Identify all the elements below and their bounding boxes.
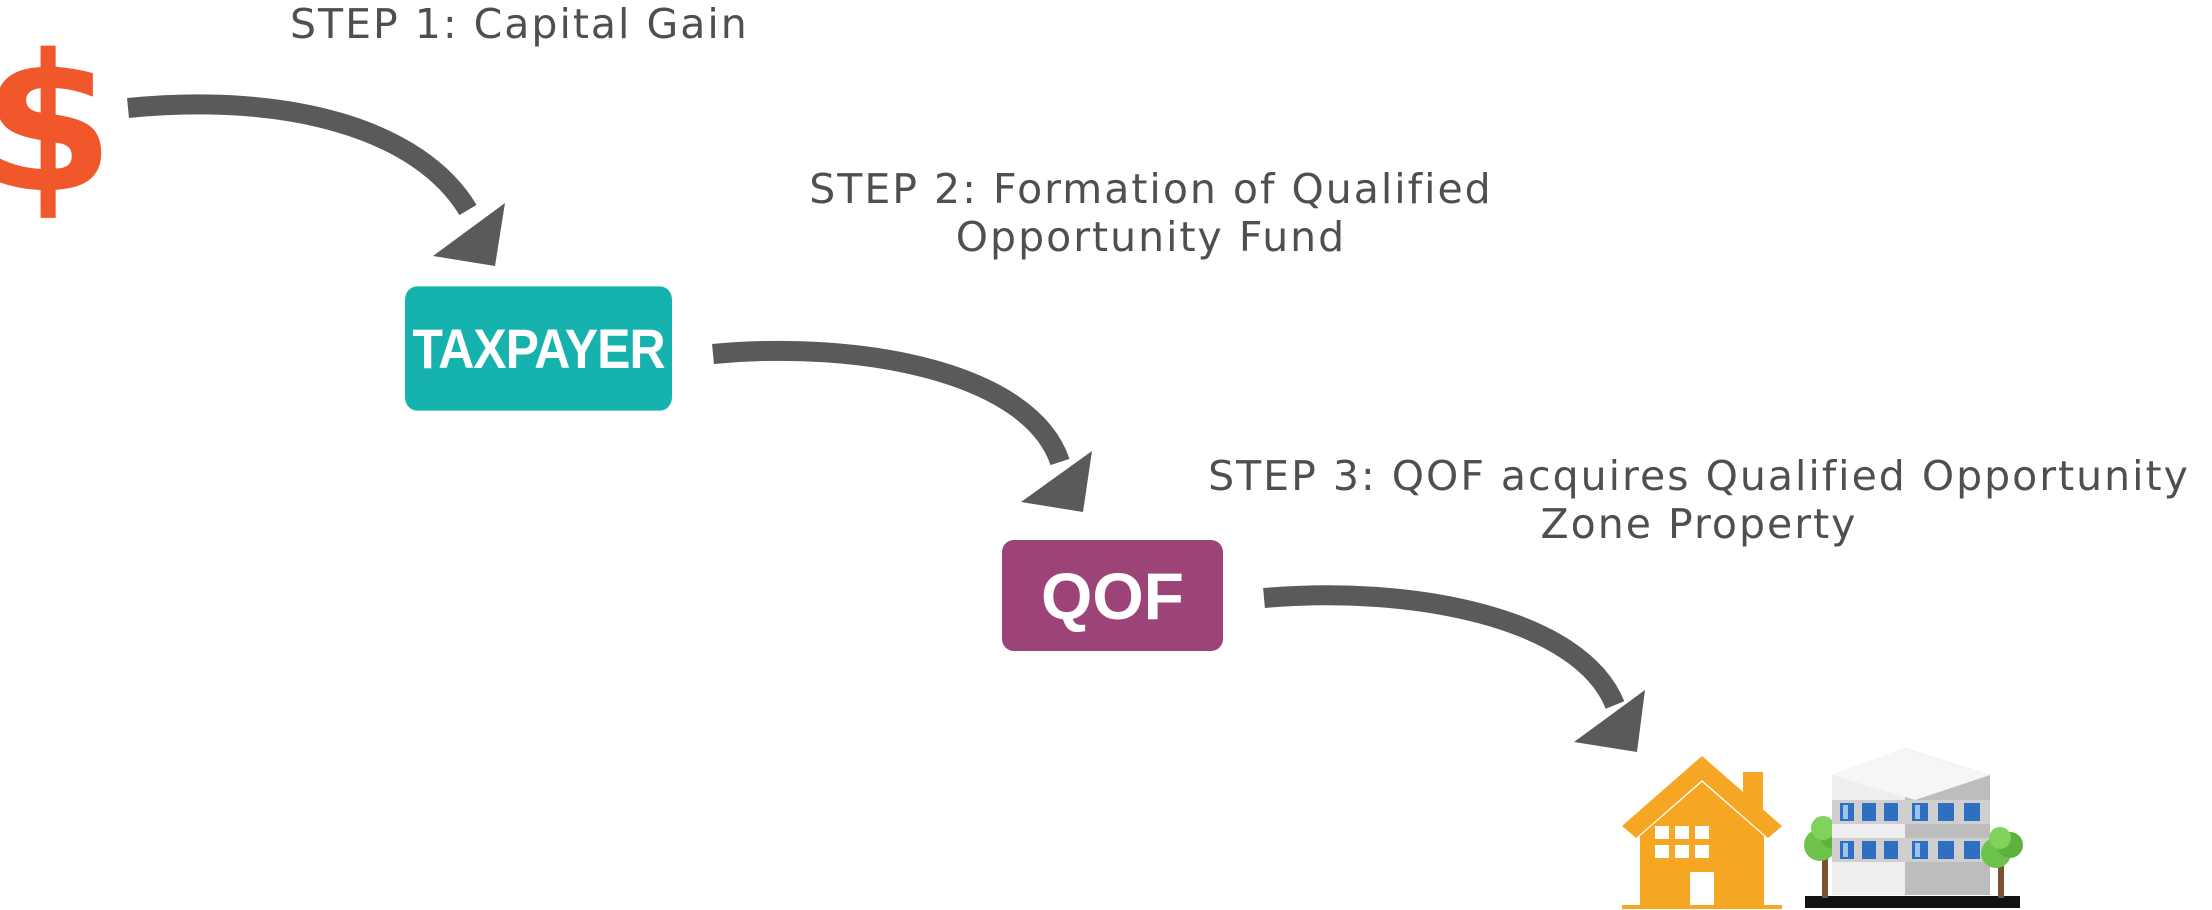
step-1-text: STEP 1: Capital Gain [290, 0, 749, 48]
step-3-line-2: Zone Property [1540, 500, 1858, 548]
arrow-step-1 [127, 94, 505, 266]
arrow-step-2 [712, 340, 1092, 512]
step-1-label: STEP 1: Capital Gain [290, 0, 749, 48]
taxpayer-box: TAXPAYER [405, 286, 672, 411]
dollar-sign-icon: $ [0, 14, 114, 235]
office-building-icon [1804, 748, 2023, 908]
step-3-label: STEP 3: QOF acquires Qualified Opportuni… [1188, 452, 2210, 548]
step-3-line-1: STEP 3: QOF acquires Qualified Opportuni… [1208, 452, 2190, 500]
house-icon [1622, 756, 1782, 909]
step-2-label: STEP 2: Formation of Qualified Opportuni… [791, 165, 1511, 261]
qof-label: QOF [1041, 558, 1184, 633]
qof-box: QOF [1002, 540, 1223, 651]
arrow-step-3 [1263, 585, 1645, 752]
step-2-line-2: Opportunity Fund [955, 213, 1347, 261]
taxpayer-label: TAXPAYER [412, 317, 665, 380]
step-2-line-1: STEP 2: Formation of Qualified [809, 165, 1493, 213]
